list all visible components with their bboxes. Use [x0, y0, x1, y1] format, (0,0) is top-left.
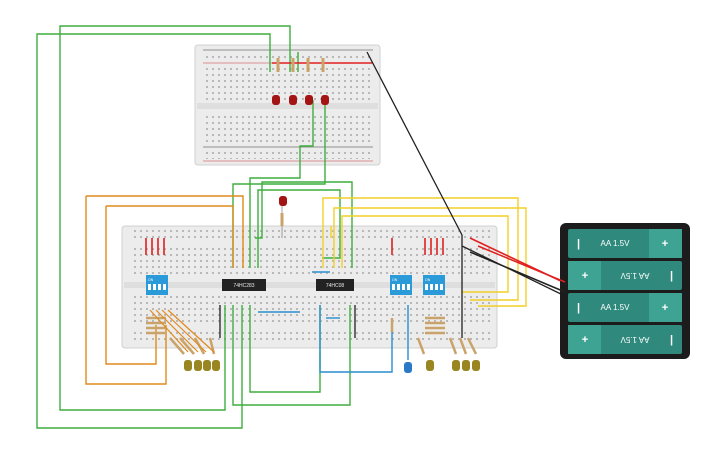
- chip-label: 74HC08: [326, 283, 345, 289]
- battery-plus-label: +: [662, 238, 668, 250]
- battery-minus-label: |: [670, 334, 673, 346]
- led-yellow: [462, 360, 470, 371]
- wires-orange: [85, 195, 244, 385]
- dip-on-label: ON: [148, 278, 154, 282]
- led-blue: [404, 362, 412, 373]
- battery-cell: + AA 1.5V |: [568, 261, 682, 290]
- battery-cell: + AA 1.5V |: [568, 325, 682, 354]
- led-yellow: [212, 360, 220, 371]
- breadboard-main: [121, 225, 498, 349]
- dip-on-label: ON: [425, 278, 431, 282]
- led-red: [305, 95, 313, 105]
- battery-cell-label: AA 1.5V: [601, 239, 631, 248]
- wires-blue: [258, 271, 409, 373]
- led-red: [272, 95, 280, 105]
- battery-plus-label: +: [582, 334, 588, 346]
- dip-switch-right[interactable]: ON: [423, 275, 445, 295]
- led-row-top: [272, 95, 329, 105]
- chip-74hc08: 74HC08: [316, 279, 354, 291]
- led-yellow: [184, 360, 192, 371]
- resistors-right: [390, 316, 478, 355]
- chip-label: 74HC283: [233, 283, 254, 289]
- battery-plus-label: +: [582, 270, 588, 282]
- dip-on-label: ON: [392, 278, 398, 282]
- battery-pack: | AA 1.5V + + AA 1.5V | | AA 1.5V + + AA…: [560, 223, 690, 359]
- led-yellow: [472, 360, 480, 371]
- dip-switch-middle[interactable]: ON: [390, 275, 412, 295]
- battery-cell-label: AA 1.5V: [620, 335, 650, 344]
- battery-cell: | AA 1.5V +: [568, 229, 682, 258]
- wires-orange-short: [149, 309, 215, 353]
- led-row-right: [426, 360, 480, 371]
- battery-minus-label: |: [577, 238, 580, 250]
- led-red: [321, 95, 329, 105]
- dip-switch-left[interactable]: ON: [146, 275, 168, 295]
- resistors-left: [146, 316, 216, 355]
- wires-yellow: [322, 197, 527, 307]
- battery-minus-label: |: [670, 270, 673, 282]
- led-yellow: [452, 360, 460, 371]
- battery-plus-label: +: [662, 302, 668, 314]
- battery-cell-label: AA 1.5V: [620, 271, 650, 280]
- led-carry: [279, 196, 287, 238]
- led-red: [289, 95, 297, 105]
- led-yellow: [203, 360, 211, 371]
- led-row-left: [184, 360, 220, 371]
- led-yellow: [426, 360, 434, 371]
- battery-leads: [469, 245, 566, 293]
- chip-74hc283: 74HC283: [222, 279, 266, 291]
- battery-cell: | AA 1.5V +: [568, 293, 682, 322]
- led-yellow: [194, 360, 202, 371]
- battery-cell-label: AA 1.5V: [601, 303, 631, 312]
- breadboard-top: [194, 44, 381, 166]
- resistors-top: [276, 58, 325, 72]
- battery-minus-label: |: [577, 302, 580, 314]
